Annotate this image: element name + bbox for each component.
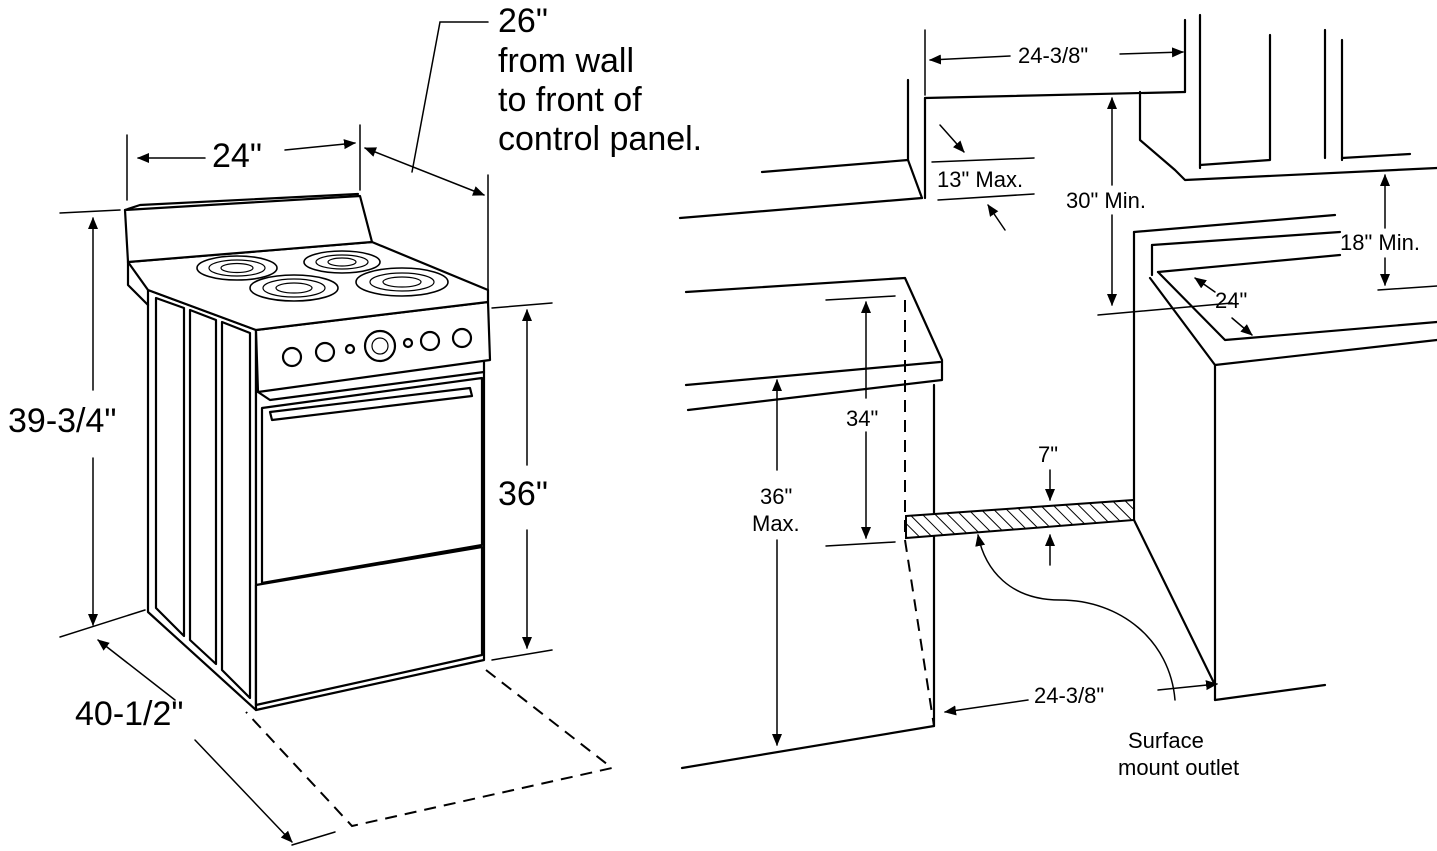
range-door-depth-label: 40-1/2" [75,695,183,733]
surface-elements [196,250,449,302]
range-width-label: 24" [212,137,262,175]
installation-illustration [678,13,1437,770]
backguard [123,194,374,264]
storage-drawer [254,545,484,707]
range-dimension-lines [59,21,553,846]
cooktop-to-cabinet-label: 30" Min. [1066,188,1146,213]
oven-door [260,376,484,585]
countertop-to-cabinet-label: 18" Min. [1340,230,1420,255]
opening-width-top-label: 24-3/8" [1018,43,1088,68]
outlet-zone-height-label: 7" [1038,442,1058,467]
oven-handle [268,386,474,422]
range-depth-label-4: control panel. [498,120,702,158]
range-illustration [123,192,615,828]
range-cooktop-height-label: 36" [498,475,548,513]
door-swing-footprint [245,669,615,828]
range-side-panel [146,288,258,712]
control-knobs [281,327,473,368]
range-overall-height-label: 39-3/4" [8,402,116,440]
opening-width-bottom-label: 24-3/8" [1034,683,1104,708]
outlet-zone [905,498,1135,540]
outlet-label-2: mount outlet [1118,755,1239,780]
outlet-label-1: Surface [1128,728,1204,753]
range-depth-label-2: from wall [498,42,634,80]
installation-dimension-lines [772,29,1437,746]
opening-height-label-1: 36" [760,484,792,509]
range-depth-label-1: 26" [498,2,548,40]
opening-height-label-2: Max. [752,511,800,536]
range-depth-label-3: to front of [498,81,642,119]
counter-height-label: 34" [846,406,878,431]
cabinet-depth-label: 13" Max. [937,167,1023,192]
counter-depth-label: 24" [1215,288,1247,313]
